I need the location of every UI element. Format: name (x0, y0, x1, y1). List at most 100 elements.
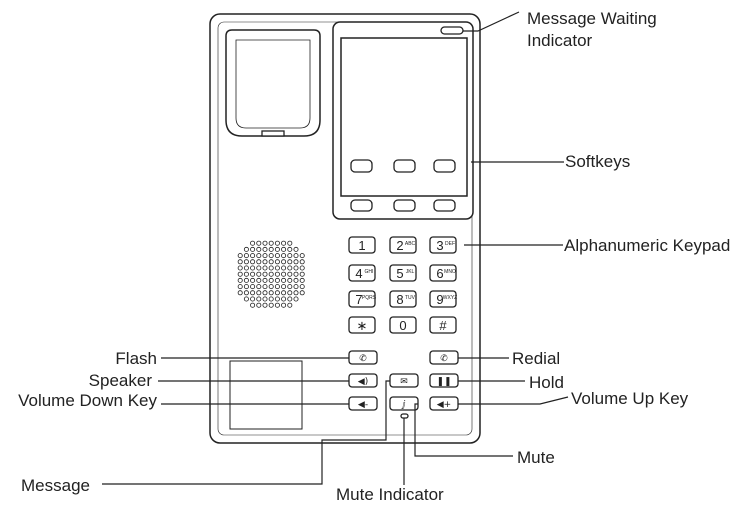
keypad-key-frame (429, 316, 457, 334)
label-mute: Mute (517, 448, 555, 467)
label-message: Message (21, 476, 90, 495)
keypad-key-digit: # (439, 318, 447, 333)
grille-hole (293, 246, 299, 252)
grille-hole (268, 271, 274, 277)
label-hold: Hold (529, 373, 564, 392)
grille-hole (262, 253, 268, 259)
grille-hole (281, 253, 287, 259)
grille-hole (299, 253, 305, 259)
label-message-waiting-2: Indicator (527, 31, 593, 50)
keypad-key-frame (389, 236, 417, 254)
keypad-key[interactable]: 0 (389, 316, 417, 334)
grille-hole (237, 277, 243, 283)
grille-hole (262, 246, 268, 252)
volume-up-icon: ◀+ (437, 400, 451, 410)
speaker-icon: ◀) (358, 377, 368, 387)
volume-down-button[interactable]: ◀- (348, 396, 378, 411)
grille-hole (268, 259, 274, 265)
grille-hole (256, 259, 262, 265)
speaker-button[interactable]: ◀) (348, 373, 378, 388)
grille-hole (256, 284, 262, 290)
softkey-5[interactable] (393, 199, 416, 212)
keypad-key-digit: 5 (396, 266, 403, 281)
pause-icon: ❚❚ (436, 377, 451, 387)
keypad-key-digit: 7 (355, 292, 362, 307)
grille-hole (268, 284, 274, 290)
softkey-4[interactable] (350, 199, 373, 212)
redial-button[interactable]: ✆ (429, 350, 459, 365)
keypad-key-letters: GHI (365, 269, 374, 275)
grille-hole (237, 271, 243, 277)
grille-hole (250, 246, 256, 252)
grille-hole (237, 284, 243, 290)
redial-icon: ✆ (440, 354, 448, 364)
label-keypad: Alphanumeric Keypad (564, 236, 730, 255)
keypad-key-frame (348, 316, 376, 334)
grille-hole (293, 265, 299, 271)
keypad-key[interactable]: ∗ (348, 316, 376, 334)
leader-volume-up (458, 396, 569, 405)
keypad-key[interactable]: # (429, 316, 457, 334)
grille-hole (256, 296, 262, 302)
grille-hole (262, 277, 268, 283)
grille-hole (287, 277, 293, 283)
grille-hole (268, 296, 274, 302)
grille-hole (243, 265, 249, 271)
grille-hole (274, 246, 280, 252)
keypad-key[interactable]: 1 (348, 236, 376, 254)
keypad-key-frame (389, 316, 417, 334)
label-message-waiting-1: Message Waiting (527, 9, 657, 28)
handset-inner (235, 39, 311, 129)
grille-hole (250, 259, 256, 265)
envelope-icon: ✉ (400, 377, 408, 387)
keypad-key-frame (429, 236, 457, 254)
keypad-key-frame (389, 290, 417, 308)
grille-hole (262, 296, 268, 302)
handset (225, 29, 321, 137)
hold-button[interactable]: ❚❚ (429, 373, 459, 388)
grille-hole (250, 240, 256, 246)
label-redial: Redial (512, 349, 560, 368)
grille-hole (293, 290, 299, 296)
keypad-key-digit: 9 (436, 292, 443, 307)
card-slot (229, 360, 303, 430)
grille-hole (268, 240, 274, 246)
softkey-6[interactable] (433, 199, 456, 212)
mute-button[interactable]: ⅉ (389, 396, 419, 411)
keypad-key-frame (429, 290, 457, 308)
handset-hook (261, 130, 285, 137)
grille-hole (287, 302, 293, 308)
grille-hole (250, 302, 256, 308)
keypad-key-digit: 3 (436, 238, 443, 253)
grille-hole (281, 265, 287, 271)
grille-hole (274, 259, 280, 265)
softkey-2[interactable] (393, 159, 416, 173)
grille-hole (287, 240, 293, 246)
grille-hole (274, 290, 280, 296)
grille-hole (256, 253, 262, 259)
grille-hole (274, 265, 280, 271)
grille-hole (243, 259, 249, 265)
grille-hole (237, 259, 243, 265)
grille-hole (250, 290, 256, 296)
volume-up-button[interactable]: ◀+ (429, 396, 459, 411)
keypad-key-frame (389, 264, 417, 282)
softkey-3[interactable] (433, 159, 456, 173)
keypad-key-digit: 1 (358, 238, 365, 253)
message-button[interactable]: ✉ (389, 373, 419, 388)
leader-mute (414, 403, 513, 457)
grille-hole (274, 271, 280, 277)
softkey-1[interactable] (350, 159, 373, 173)
keypad-key-frame (348, 264, 376, 282)
grille-hole (299, 290, 305, 296)
flash-button[interactable]: ✆ (348, 350, 378, 365)
keypad-key-digit: 8 (396, 292, 403, 307)
